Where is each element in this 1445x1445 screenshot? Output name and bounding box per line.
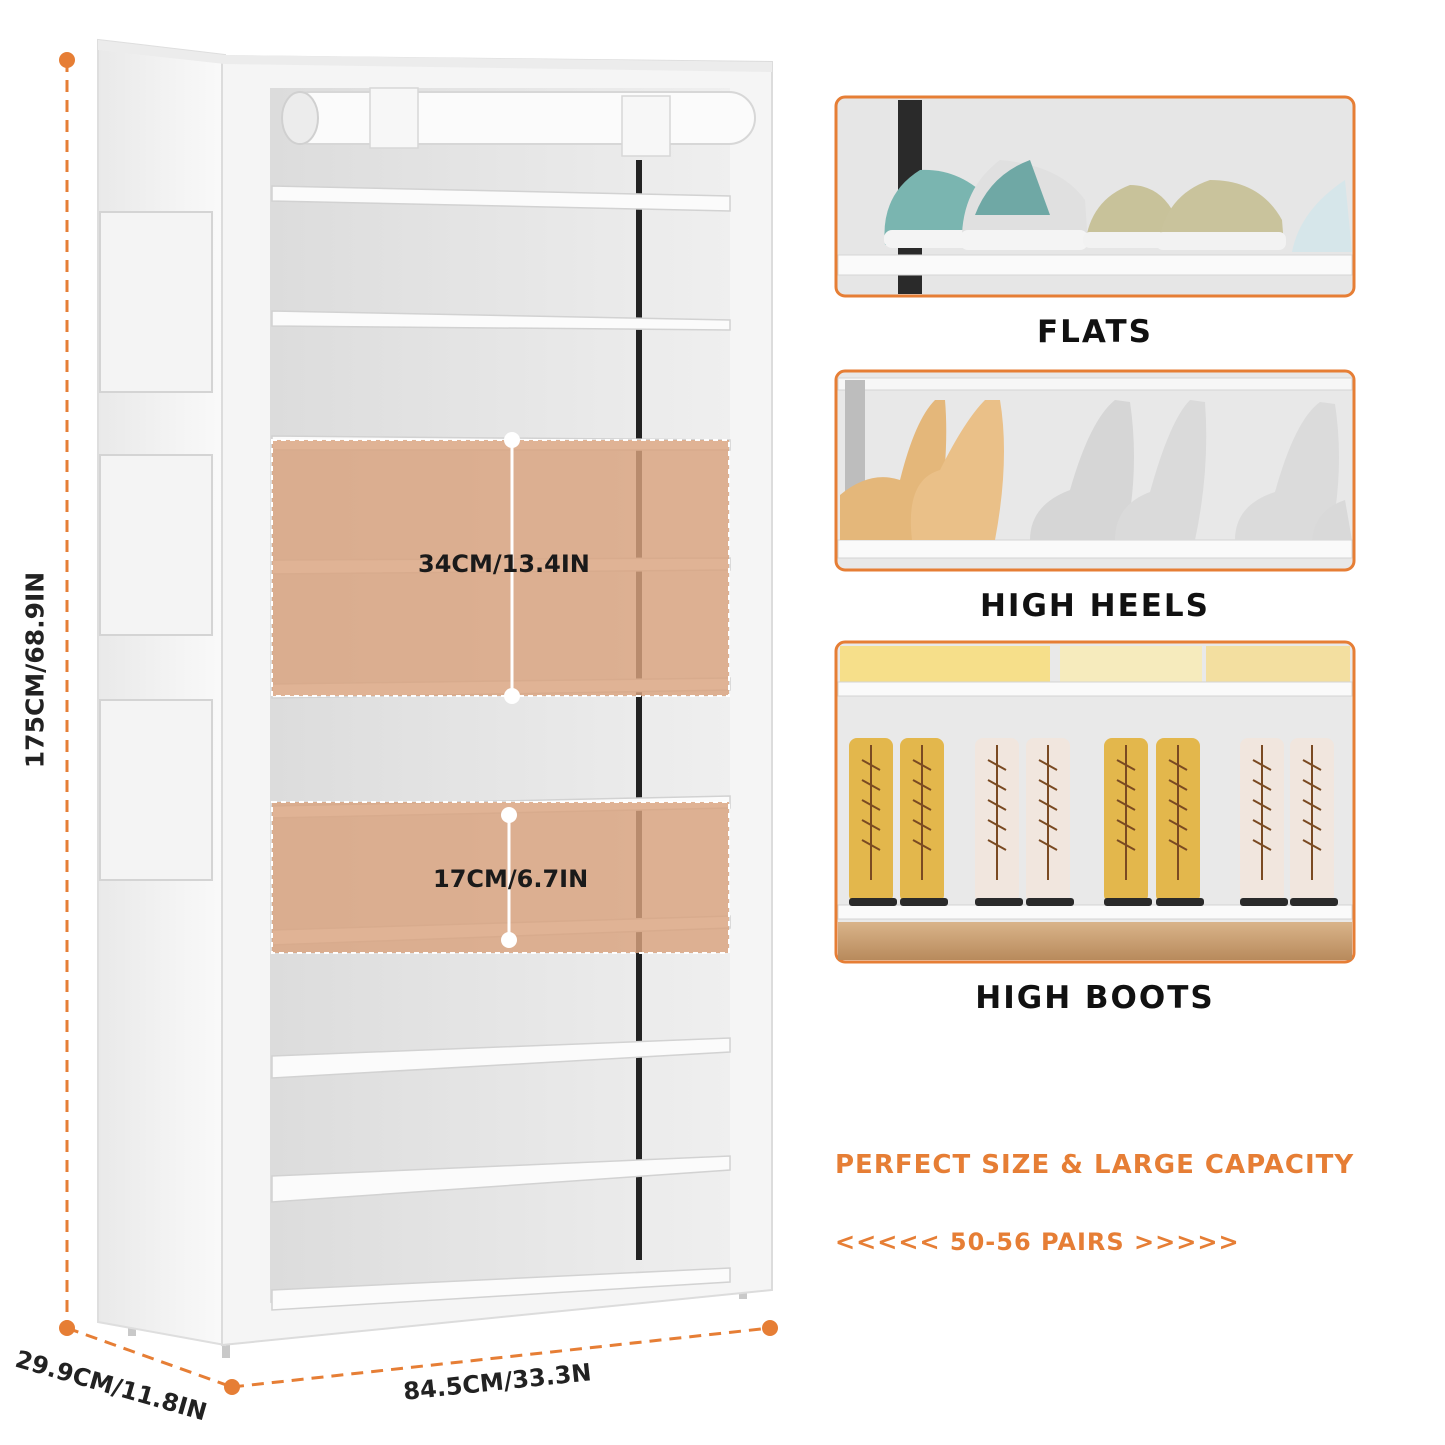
short-shelf-gap-label: 17CM/6.7IN — [433, 865, 589, 893]
height-dimension-line — [59, 52, 75, 1336]
flats-photo — [834, 95, 1356, 298]
high-heels-photo — [834, 369, 1356, 572]
side-pockets — [99, 211, 213, 881]
width-dimension-line — [231, 1320, 778, 1389]
tall-shelf-gap-label: 34CM/13.4IN — [418, 550, 590, 578]
high-boots-photo — [834, 640, 1356, 964]
high-heels-caption: HIGH HEELS — [979, 588, 1211, 624]
flats-caption: FLATS — [1037, 314, 1153, 350]
tall-shelf-highlight — [271, 432, 730, 704]
shoe-cabinet — [97, 38, 773, 1358]
height-dimension-label: 175CM/68.9IN — [20, 571, 50, 769]
promo-headline: PERFECT SIZE & LARGE CAPACITY — [835, 1150, 1355, 1180]
high-boots-caption: HIGH BOOTS — [975, 980, 1215, 1016]
rolled-cover — [281, 87, 756, 157]
capacity-text: <<<<< 50-56 PAIRS >>>>> — [835, 1228, 1240, 1256]
short-shelf-highlight — [271, 801, 730, 954]
